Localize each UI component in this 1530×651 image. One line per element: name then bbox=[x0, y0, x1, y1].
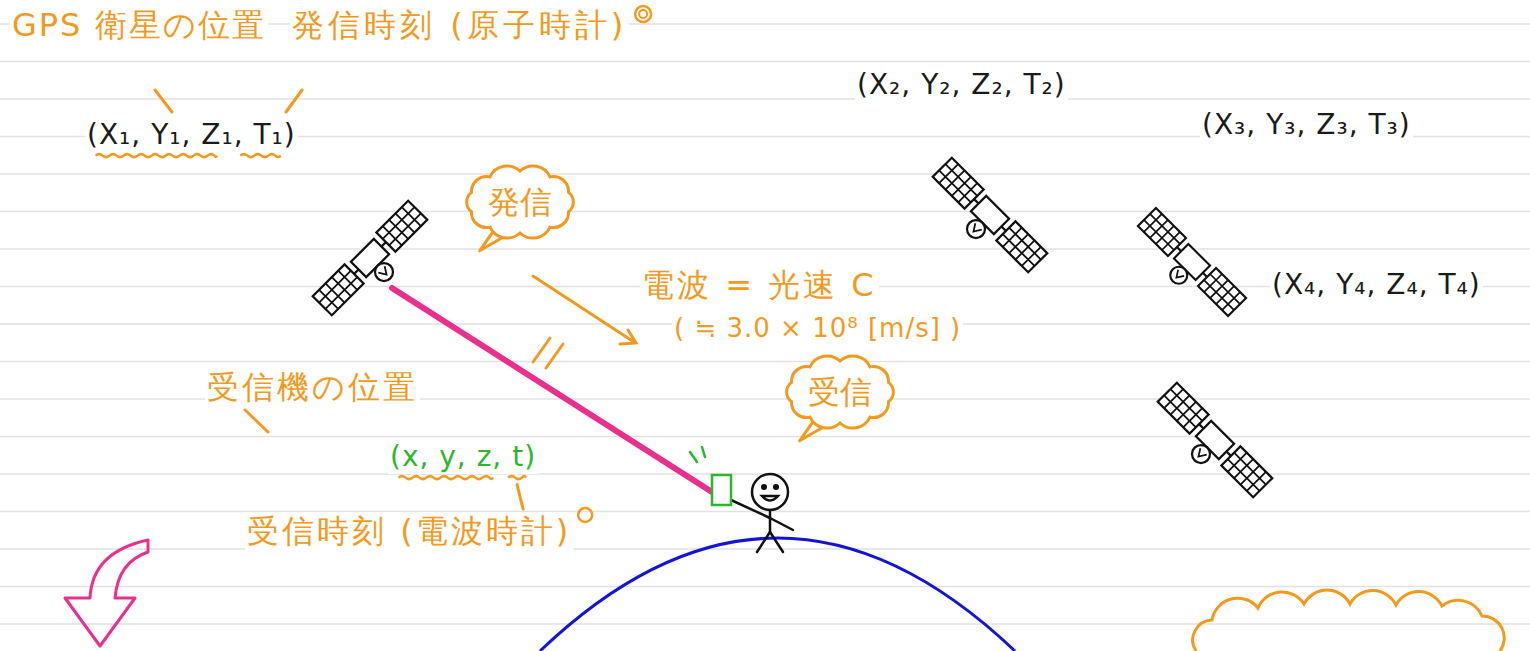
coordinate-label: (X₂, Y₂, Z₂, T₂) bbox=[855, 68, 1068, 102]
annotation-label: 電波 = 光速 C bbox=[640, 266, 879, 304]
ruled-line bbox=[0, 511, 1530, 513]
wavy-underline bbox=[399, 476, 494, 479]
wave-arrow bbox=[533, 276, 634, 342]
wave-arrow bbox=[620, 330, 636, 344]
coordinate-label: (x, y, z, t) bbox=[388, 440, 538, 474]
wave-arrow bbox=[533, 338, 563, 368]
leader-lines bbox=[155, 90, 172, 112]
wavy-underline bbox=[240, 154, 280, 157]
coordinate-label: (X₄, Y₄, Z₄, T₄) bbox=[1270, 268, 1483, 302]
coordinate-label: (X₁, Y₁, Z₁, T₁) bbox=[85, 118, 298, 152]
stick-figure bbox=[769, 510, 772, 532]
leader-lines bbox=[245, 410, 268, 432]
coordinate-label: (X₃, Y₃, Z₃, T₃) bbox=[1200, 108, 1413, 142]
speech-cloud: 受信 bbox=[780, 352, 900, 432]
ruled-lines bbox=[0, 24, 1530, 624]
annotation-label: 受信時刻 (電波時計) bbox=[245, 512, 573, 550]
ruled-line bbox=[0, 173, 1530, 175]
annotation-label: 発信時刻 (原子時計) bbox=[290, 6, 629, 44]
speech-cloud: 発信 bbox=[460, 162, 580, 242]
down-arrow bbox=[65, 540, 148, 646]
stick-figure bbox=[774, 485, 778, 489]
stick-figure bbox=[762, 496, 778, 501]
double-circle-mark bbox=[639, 10, 647, 18]
satellite-4 bbox=[1147, 383, 1272, 508]
receiver-device bbox=[712, 475, 731, 505]
speech-cloud-partial bbox=[1193, 590, 1505, 651]
mark-circle bbox=[578, 508, 592, 522]
wave-arrow bbox=[533, 276, 636, 368]
stick-figure bbox=[770, 532, 783, 552]
stick-figure bbox=[762, 485, 766, 489]
bubble-text: 受信 bbox=[808, 373, 872, 411]
stick-figure bbox=[757, 532, 770, 552]
ruled-line bbox=[0, 586, 1530, 588]
annotation-label: 受信機の位置 bbox=[205, 368, 420, 406]
stick-figure bbox=[731, 474, 793, 552]
signal-marks bbox=[690, 447, 705, 462]
annotation-label: ( ≒ 3.0 × 10⁸ [m/s] ) bbox=[672, 313, 963, 344]
ruled-line bbox=[0, 548, 1530, 550]
wavy-underline bbox=[508, 476, 526, 479]
wavy-underline bbox=[96, 154, 217, 157]
ruled-line bbox=[0, 98, 1530, 100]
ruled-line bbox=[0, 361, 1530, 363]
stick-figure bbox=[770, 518, 793, 530]
leader-lines bbox=[286, 90, 302, 112]
ruled-line bbox=[0, 248, 1530, 250]
cloud-outline bbox=[787, 356, 894, 428]
ruled-line bbox=[0, 436, 1530, 438]
ruled-line bbox=[0, 211, 1530, 213]
leader-line bbox=[517, 485, 523, 509]
ruled-line bbox=[0, 61, 1530, 63]
satellite-2 bbox=[922, 158, 1047, 283]
cloud-outline bbox=[467, 166, 574, 238]
ruled-line bbox=[0, 623, 1530, 625]
stick-figure bbox=[731, 500, 770, 518]
earth-surface bbox=[540, 538, 1015, 651]
bubble-text: 発信 bbox=[488, 183, 552, 221]
stick-figure bbox=[752, 474, 788, 510]
double-circle-mark bbox=[635, 6, 651, 22]
satellite-3 bbox=[1128, 208, 1246, 326]
annotation-label: GPS 衛星の位置 bbox=[10, 6, 268, 44]
